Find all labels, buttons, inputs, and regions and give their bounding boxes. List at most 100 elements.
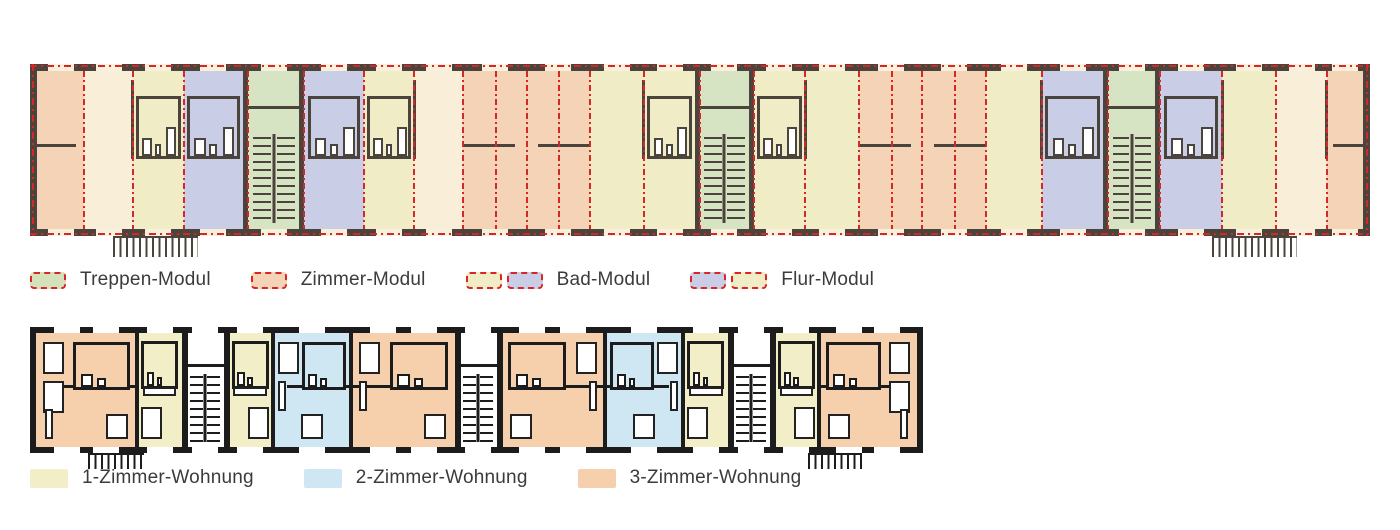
bath-module: [752, 64, 805, 236]
window-row: [778, 327, 815, 333]
window-opening: [1331, 229, 1358, 236]
module-boundary-line: [558, 71, 561, 229]
window-row: [704, 229, 745, 236]
bed-icon: [576, 342, 598, 375]
window-opening: [1236, 229, 1263, 236]
window-row: [40, 447, 133, 453]
room-module: [1275, 64, 1328, 236]
table-icon: [632, 414, 655, 440]
stair-rail: [272, 134, 276, 223]
window-row: [1164, 64, 1218, 71]
module-boundary-line: [1275, 71, 1278, 229]
module-boundary-line: [953, 71, 956, 229]
legend-label: Zimmer-Modul: [300, 269, 426, 290]
window-opening: [1000, 64, 1027, 71]
window-opening: [53, 327, 80, 333]
legend-label: Bad-Modul: [556, 269, 651, 290]
window-row: [40, 327, 133, 333]
window-row: [1112, 229, 1151, 236]
room-module: [1325, 64, 1364, 236]
legend-label: 3-Zimmer-Wohnung: [629, 467, 802, 488]
room-module: [589, 64, 646, 236]
window-row: [1226, 229, 1272, 236]
wardrobe-icon: [589, 380, 598, 411]
apartment-module: [225, 327, 273, 453]
window-opening: [200, 229, 227, 236]
bathroom-box: [231, 340, 269, 389]
module-boundary-line: [730, 333, 735, 447]
module-boundary-line: [498, 333, 503, 447]
window-opening: [1000, 229, 1027, 236]
bath-module: [1159, 64, 1222, 236]
interior-wall: [37, 143, 76, 147]
window-opening: [482, 229, 509, 236]
apartment-module: [135, 327, 183, 453]
bathroom-box: [307, 96, 361, 160]
window-row: [190, 447, 219, 453]
lower-floor-plan: [30, 327, 923, 469]
bathroom-box: [825, 342, 881, 390]
window-row: [778, 447, 815, 453]
apartment-module: [36, 327, 138, 453]
legend-swatch: [577, 468, 616, 488]
window-opening: [738, 327, 764, 333]
stair-module: [182, 327, 228, 453]
window-row: [137, 64, 180, 71]
module-boundary-line: [816, 333, 821, 447]
module-boundary-line: [921, 71, 924, 229]
window-row: [687, 327, 724, 333]
window-row: [594, 229, 640, 236]
bed-icon: [889, 342, 911, 375]
window-row: [1046, 229, 1100, 236]
window-row: [609, 447, 680, 453]
apartment-module: [602, 327, 684, 453]
module-boundary-line: [131, 71, 134, 229]
window-row: [926, 229, 981, 236]
window-row: [277, 327, 348, 333]
window-opening: [874, 327, 901, 333]
module-boundary-line: [1220, 71, 1223, 229]
window-opening: [146, 447, 173, 453]
window-opening: [559, 447, 586, 453]
interior-wall: [463, 143, 516, 147]
window-row: [41, 229, 80, 236]
window-row: [463, 447, 492, 453]
window-opening: [1059, 64, 1086, 71]
room-module: [83, 64, 134, 236]
module-boundary-line: [1325, 71, 1328, 229]
window-opening: [545, 229, 572, 236]
stair-rail: [722, 134, 726, 223]
window-row: [418, 64, 459, 71]
window-opening: [1178, 229, 1205, 236]
landing-wall: [459, 363, 497, 367]
module-boundary-line: [247, 71, 250, 229]
window-opening: [630, 447, 657, 453]
module-boundary-line: [303, 71, 306, 229]
module-boundary-line: [1107, 71, 1110, 229]
window-row: [809, 64, 855, 71]
window-row: [41, 64, 80, 71]
legend-swatch: [250, 271, 287, 289]
window-row: [137, 229, 180, 236]
window-row: [188, 229, 240, 236]
bathroom-box: [687, 340, 725, 389]
module-outline-left: [32, 64, 34, 236]
bath-module: [362, 64, 415, 236]
window-opening: [410, 447, 437, 453]
table-icon: [827, 414, 850, 440]
legend-swatch: [690, 271, 727, 289]
bathroom-box: [1045, 96, 1100, 160]
window-opening: [47, 64, 74, 71]
window-opening: [200, 64, 227, 71]
window-opening: [237, 327, 264, 333]
bed-icon: [358, 342, 380, 375]
room-module: [921, 64, 986, 236]
landing-wall: [1108, 105, 1156, 109]
module-boundary-line: [135, 333, 140, 447]
wardrobe-icon: [45, 409, 54, 440]
bed-icon: [141, 407, 163, 440]
module-boundary-line: [1159, 71, 1162, 229]
window-opening: [260, 229, 287, 236]
